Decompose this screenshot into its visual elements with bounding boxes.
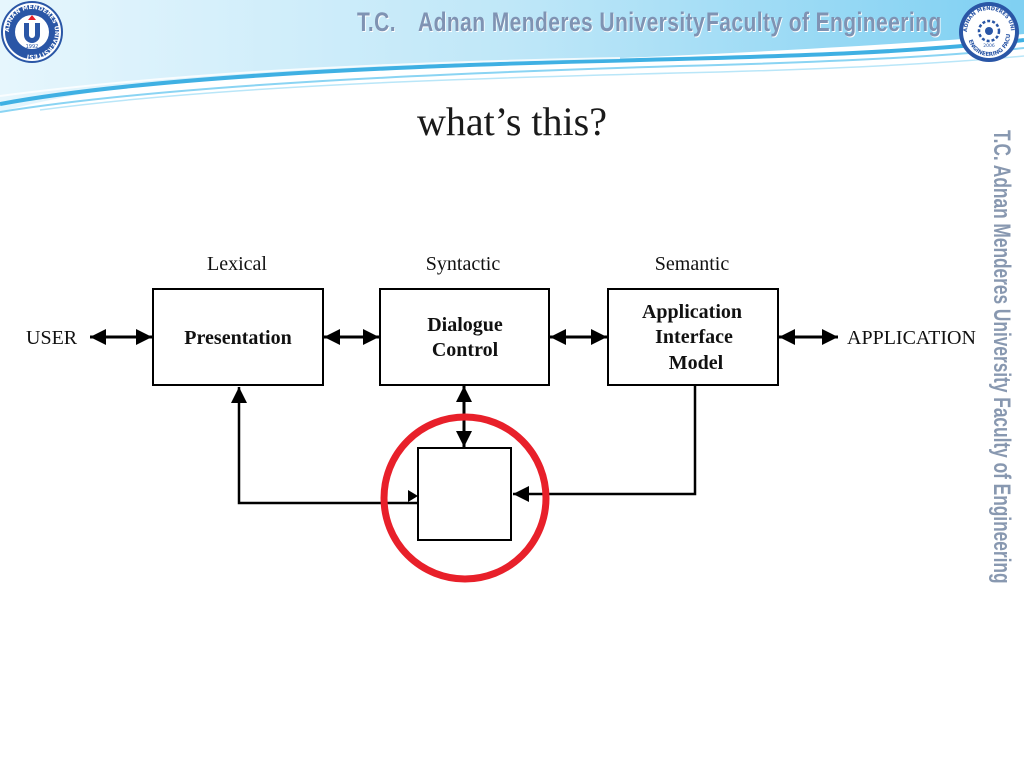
unknown-component-box	[417, 447, 512, 541]
presentation-box	[152, 288, 324, 386]
label-semantic: Semantic	[655, 253, 730, 275]
dialogue-label-line2: Control	[432, 339, 499, 361]
slide-title: what’s this?	[417, 99, 607, 144]
engineering-faculty-logo: ADNAN MENDERES ÜNİVERSİTESİ ENGINEERING …	[958, 1, 1020, 63]
header-banner	[0, 0, 1024, 113]
svg-text:2006: 2006	[983, 43, 995, 49]
application-label: APPLICATION	[847, 327, 976, 349]
app-label-line2: Interface	[655, 326, 733, 348]
user-label: USER	[26, 327, 78, 349]
label-syntactic: Syntactic	[426, 253, 501, 275]
svg-text:1992: 1992	[26, 44, 39, 50]
arrow-application-unknown	[513, 386, 697, 502]
header-university: Adnan Menderes University	[418, 7, 706, 37]
highlight-circle	[380, 413, 550, 583]
header-tc: T.C.	[357, 7, 397, 37]
label-lexical: Lexical	[207, 253, 267, 275]
app-label-line1: Application	[642, 301, 742, 323]
university-logo-left: ADNAN MENDERES ÜNİVERSİTESİ 1992	[1, 1, 63, 63]
application-interface-model-box	[607, 288, 779, 386]
presentation-label: Presentation	[184, 327, 291, 349]
dialogue-control-box	[379, 288, 550, 386]
dialogue-label-line1: Dialogue	[427, 314, 503, 336]
arrow-unknown-presentation	[231, 387, 418, 505]
header-faculty: Faculty of Engineering	[706, 7, 942, 37]
app-label-line3: Model	[669, 352, 724, 374]
